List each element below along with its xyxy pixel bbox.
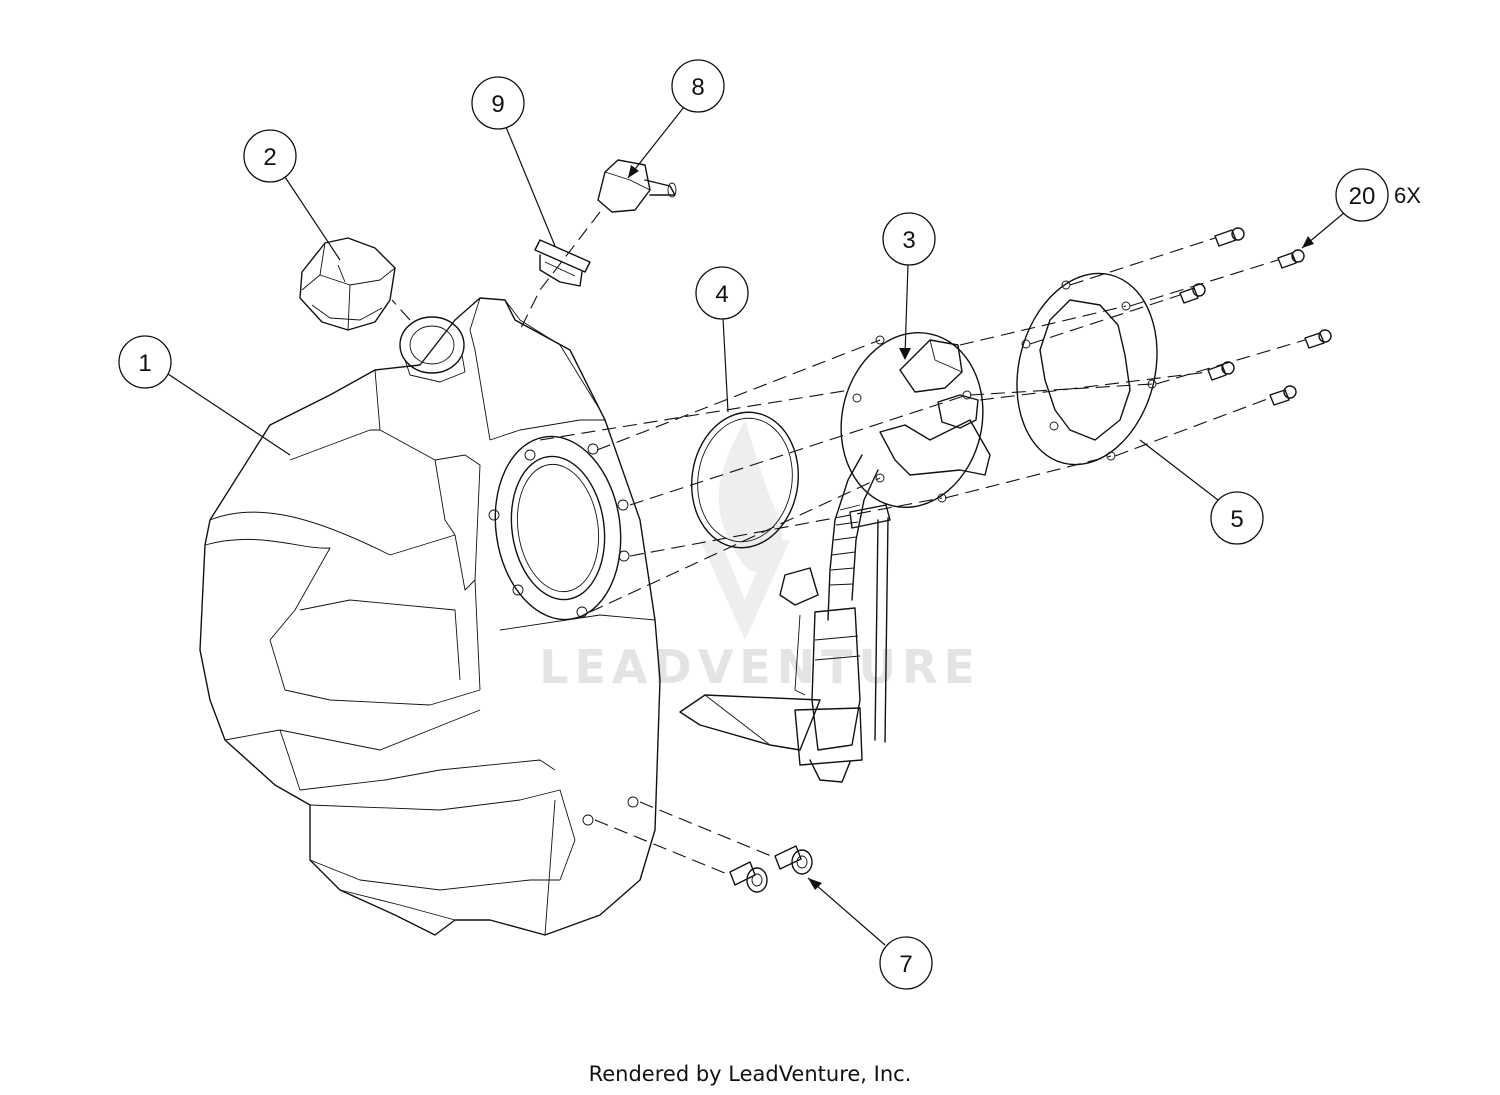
callout-20: 20 6X bbox=[1335, 168, 1421, 222]
callout-20-label: 20 bbox=[1349, 183, 1376, 210]
callout-4: 4 bbox=[695, 266, 749, 320]
flange-bolts bbox=[729, 845, 813, 893]
callout-4-label: 4 bbox=[715, 281, 728, 308]
callout-8-label: 8 bbox=[691, 74, 704, 101]
callout-3: 3 bbox=[882, 212, 936, 266]
callout-leaders bbox=[164, 106, 1346, 946]
callout-9-label: 9 bbox=[491, 91, 504, 118]
callout-7: 7 bbox=[879, 936, 933, 990]
fuel-cap bbox=[299, 237, 396, 331]
callout-9: 9 bbox=[471, 76, 525, 130]
grommet bbox=[534, 239, 591, 287]
screws bbox=[1179, 227, 1332, 406]
footer-credit: Rendered by LeadVenture, Inc. bbox=[588, 1062, 912, 1086]
callout-5: 5 bbox=[1210, 491, 1264, 545]
callout-1: 1 bbox=[118, 335, 172, 389]
vent-valve bbox=[597, 159, 677, 213]
fuel-tank bbox=[199, 297, 661, 936]
callout-3-label: 3 bbox=[902, 227, 915, 254]
callout-2: 2 bbox=[243, 129, 297, 183]
watermark-text: LEADVENTURE bbox=[539, 640, 981, 694]
fuel-pump-assembly bbox=[679, 332, 991, 783]
o-ring bbox=[690, 411, 800, 549]
callout-7-label: 7 bbox=[899, 951, 912, 978]
callout-20-qty: 6X bbox=[1394, 183, 1421, 208]
callout-5-label: 5 bbox=[1230, 506, 1243, 533]
callout-1-label: 1 bbox=[138, 350, 151, 377]
callout-8: 8 bbox=[671, 59, 725, 113]
assembly-lines bbox=[391, 211, 1306, 877]
watermark: LEADVENTURE bbox=[539, 420, 981, 694]
callout-2-label: 2 bbox=[263, 144, 276, 171]
retainer-ring bbox=[1016, 272, 1158, 466]
